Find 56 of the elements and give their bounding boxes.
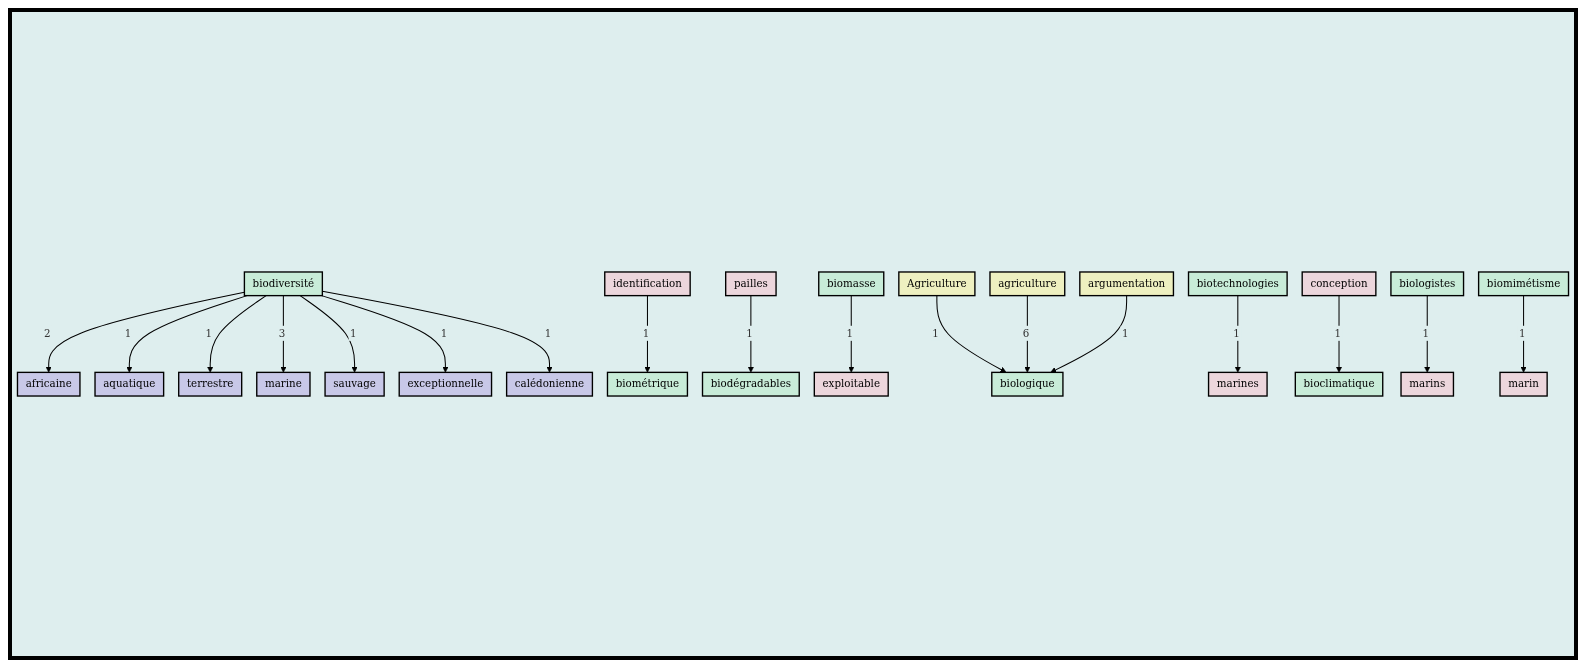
- node-box: marine: [256, 371, 311, 397]
- node-box: calédonienne: [505, 371, 594, 397]
- node-box: bioclimatique: [1294, 371, 1384, 397]
- edge-label: 1: [1334, 326, 1341, 339]
- arrow: [45, 291, 245, 373]
- node-box: pailles: [725, 271, 777, 297]
- edge-label: 1: [440, 326, 448, 339]
- edge-label: 1: [1233, 326, 1240, 339]
- edge-label: 1: [349, 326, 357, 339]
- node-box: marin: [1499, 371, 1548, 397]
- node-box: marins: [1400, 371, 1455, 397]
- node-box: biométrique: [606, 371, 689, 397]
- node-box: marines: [1207, 371, 1268, 397]
- arrow: [321, 295, 449, 373]
- arrow: [848, 295, 855, 373]
- node-box: biotechnologies: [1187, 271, 1288, 297]
- node-box: biologistes: [1390, 271, 1465, 297]
- node-box: identification: [604, 271, 691, 297]
- edge-label: 1: [1121, 326, 1129, 339]
- edge-label: 3: [278, 326, 286, 339]
- node-box: exceptionnelle: [398, 371, 493, 397]
- node-box: sauvage: [324, 371, 385, 397]
- node-box: biodégradables: [701, 371, 800, 397]
- edge-label: 1: [932, 326, 939, 339]
- node-box: exploitable: [813, 371, 889, 397]
- edge-label: 1: [1518, 326, 1526, 339]
- node-box: conception: [1301, 271, 1377, 297]
- node-box: africaine: [16, 371, 81, 397]
- arrow: [644, 295, 651, 373]
- edge-label: 1: [1422, 326, 1430, 339]
- node-box: biomimétisme: [1477, 271, 1570, 297]
- edge-label: 1: [846, 326, 854, 339]
- arrow: [1024, 295, 1031, 373]
- arrow: [1336, 295, 1343, 373]
- node-box: aquatique: [94, 371, 165, 397]
- edge-label: 1: [544, 326, 552, 339]
- node-box: agriculture: [989, 271, 1066, 297]
- edge-label: 1: [205, 326, 213, 339]
- node-box: biologique: [991, 371, 1064, 397]
- node-box: biodiversité: [243, 271, 324, 297]
- edge-label: 1: [124, 326, 132, 339]
- edge-label: 1: [642, 326, 650, 339]
- arrow: [1234, 295, 1241, 373]
- node-box: biomasse: [818, 271, 885, 297]
- arrow: [747, 295, 754, 373]
- node-box: argumentation: [1079, 271, 1175, 297]
- arrow: [936, 295, 1007, 373]
- edge-label: 2: [44, 326, 51, 339]
- node-box: terrestre: [178, 371, 243, 397]
- arrow: [207, 295, 267, 373]
- arrow: [280, 295, 287, 373]
- arrow: [1520, 295, 1527, 373]
- edge-label: 6: [1022, 326, 1030, 339]
- arrow: [1424, 295, 1431, 373]
- node-box: Agriculture: [898, 271, 976, 297]
- edge-label: 1: [746, 326, 753, 339]
